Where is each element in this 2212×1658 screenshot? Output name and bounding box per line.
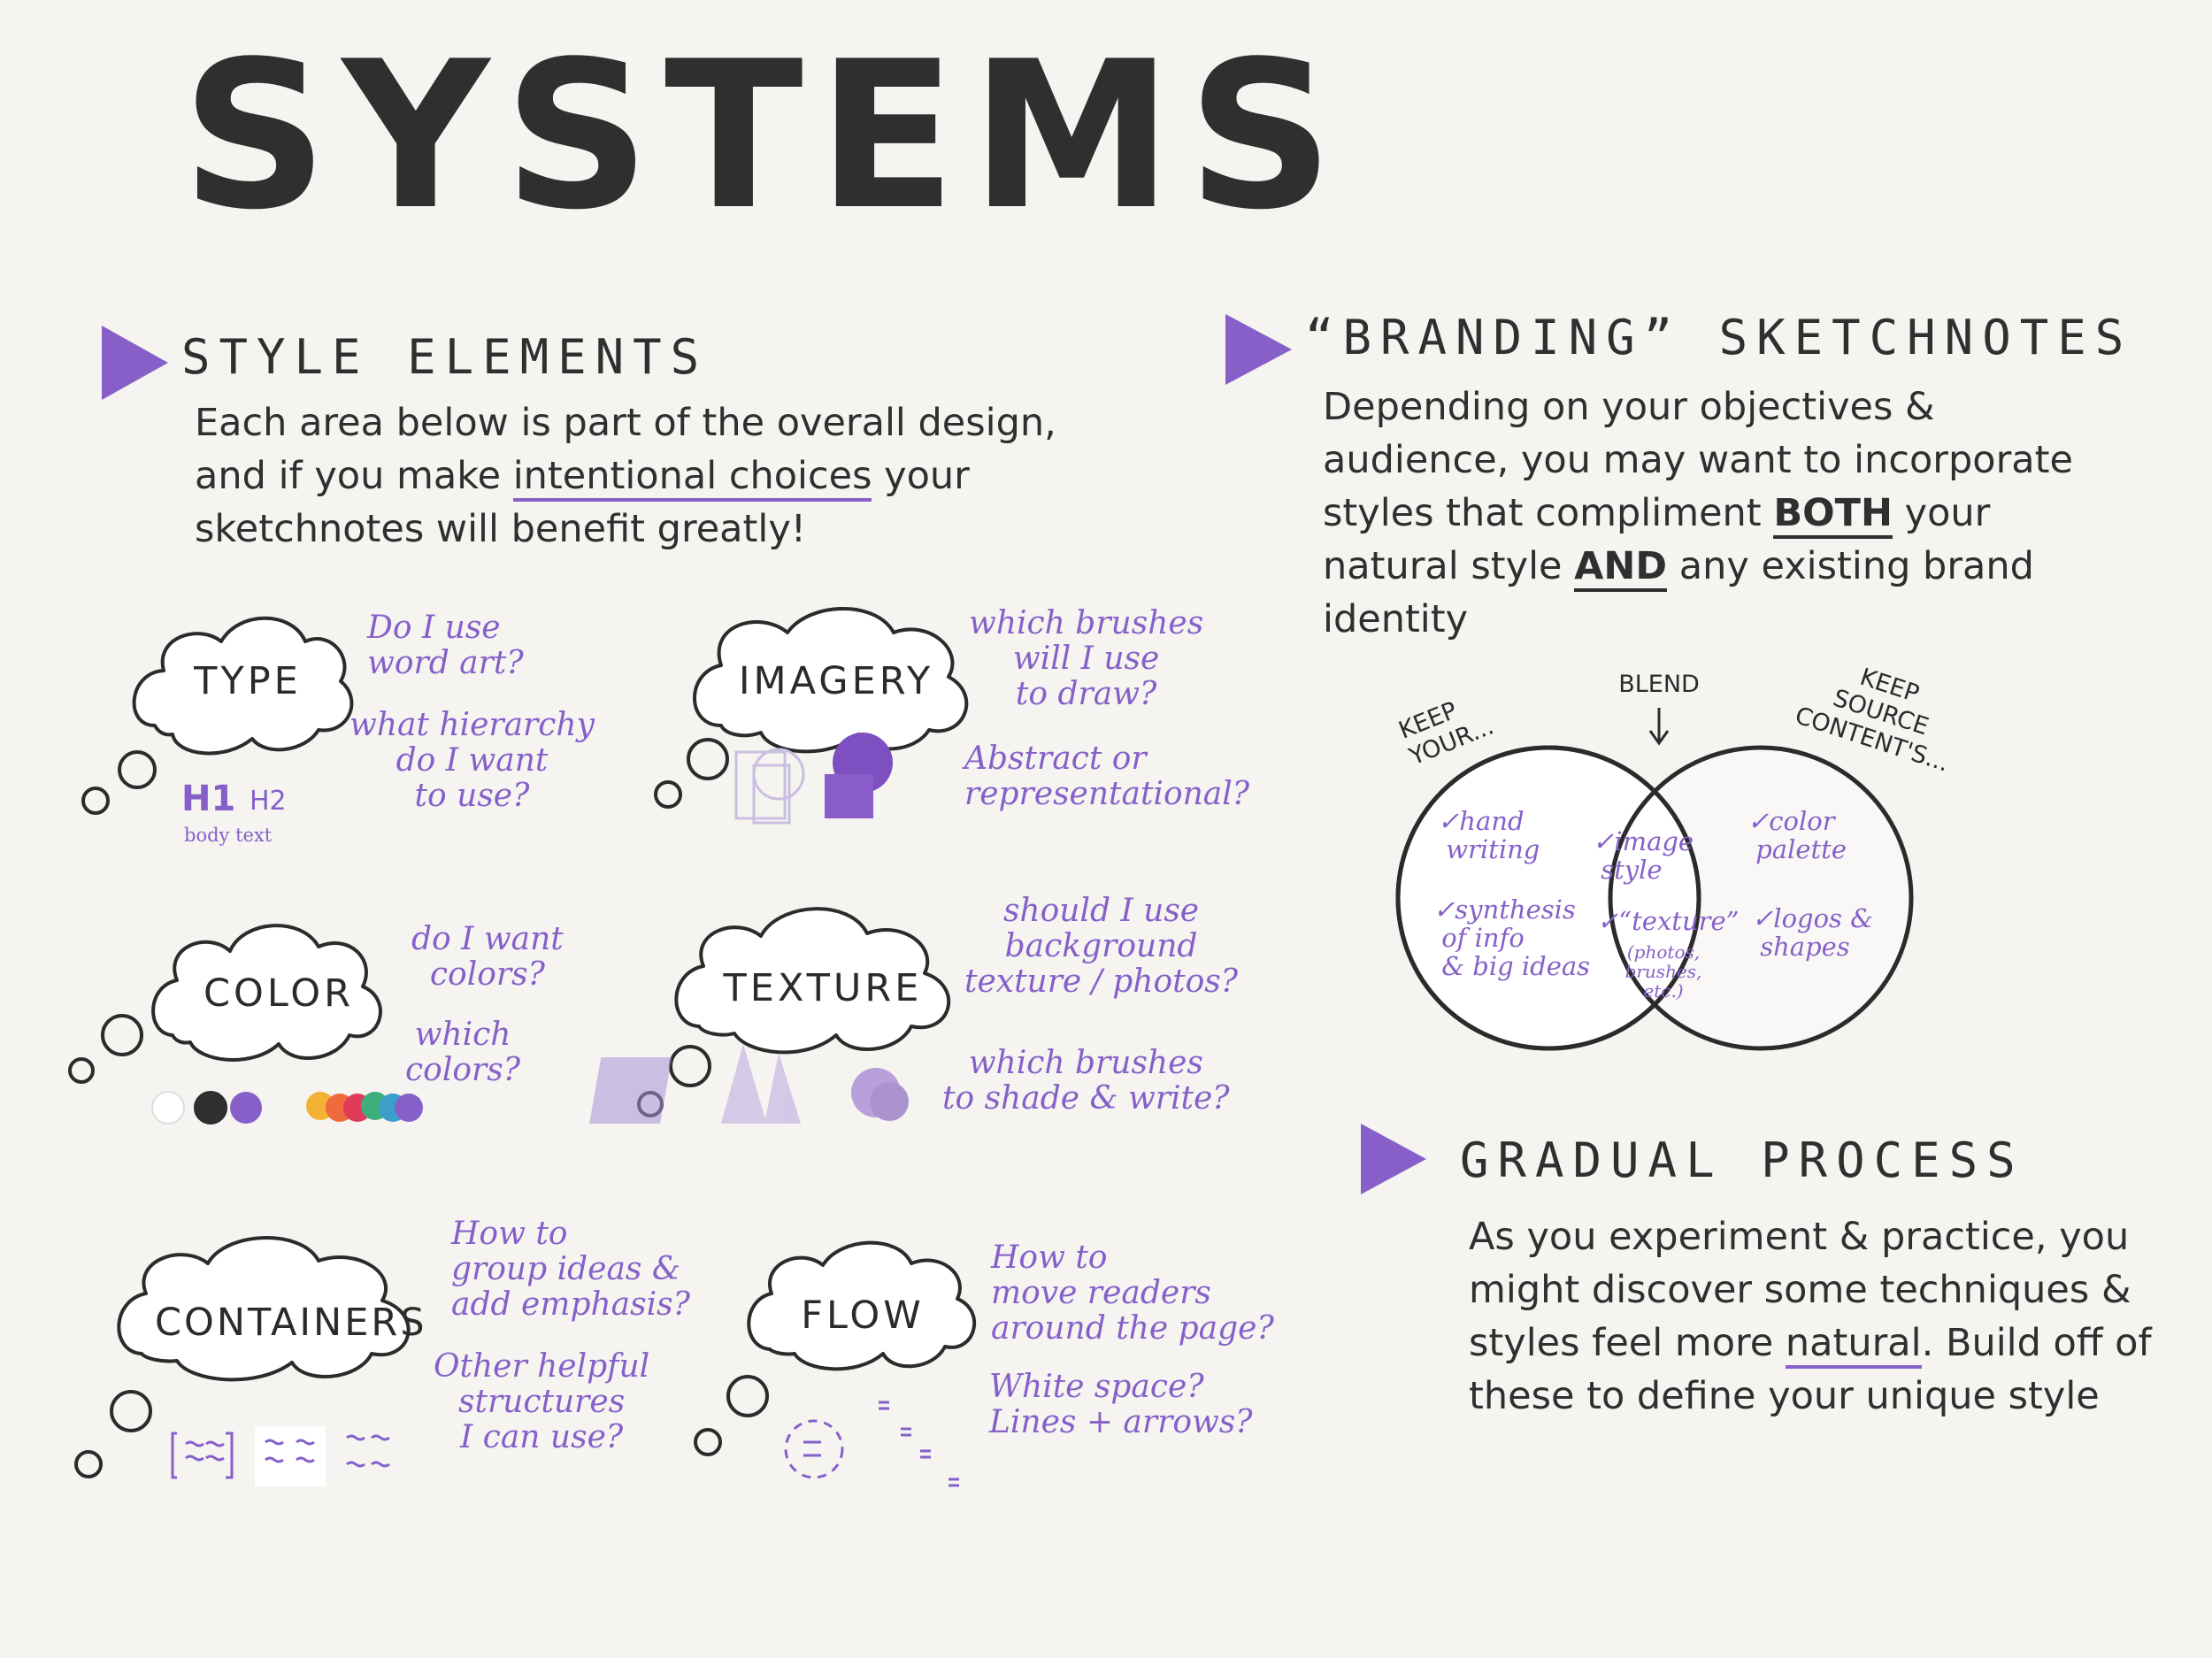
gradual-triangle-icon [1361, 1124, 1426, 1194]
gradual-text: As you experiment & practice, you might … [1469, 1210, 2177, 1423]
intro-text-underlined: intentional choices [512, 454, 872, 502]
gradual-text-pre: As you experiment & practice, you might … [1469, 1215, 2131, 1365]
style-elements-heading: STYLE ELEMENTS [181, 329, 709, 385]
containers-label: CONTAINERS [155, 1301, 427, 1345]
type-question-1: Do I use word art? [367, 610, 524, 681]
type-body-text: body text [184, 825, 273, 846]
color-question-2: which colors? [405, 1017, 521, 1088]
venn-right-item-1: ✓color palette [1747, 806, 1847, 864]
branding-triangle-icon [1225, 314, 1292, 385]
venn-left-item-2: ✓synthesis of info & big ideas [1433, 894, 1591, 981]
containers-doodle [171, 1426, 390, 1486]
gradual-heading: GRADUAL PROCESS [1460, 1132, 2024, 1188]
intro-text-pre: Each area below is part of the overall d… [195, 401, 1056, 498]
venn-center-item-2: ✓“texture” [1597, 906, 1740, 936]
venn-diagram [1395, 745, 1914, 1051]
texture-label: TEXTURE [723, 966, 923, 1010]
texture-cloud [674, 907, 951, 1055]
style-elements-intro: Each area below is part of the overall d… [195, 396, 1124, 556]
blend-arrow-icon [1648, 708, 1670, 746]
intro-text-post: your sketchnotes will benefit greatly! [195, 454, 970, 551]
branding-text-post: any existing brand identity [1323, 544, 2034, 641]
imagery-question-1: which brushes will I use to draw? [969, 605, 1204, 712]
flow-question-2: White space? Lines + arrows? [989, 1369, 1253, 1440]
texture-doodle [589, 1044, 909, 1124]
branding-and: AND [1574, 544, 1668, 592]
imagery-doodle [734, 748, 805, 825]
branding-both: BOTH [1773, 491, 1893, 539]
page-title: SYSTEMS [181, 19, 1348, 255]
gradual-text-post: . Build off of these to define your uniq… [1469, 1321, 2152, 1418]
flow-label: FLOW [801, 1293, 925, 1338]
type-h1: H1 [181, 779, 236, 819]
color-question-1: do I want colors? [411, 921, 564, 993]
venn-center-item-1: ✓image style [1593, 826, 1694, 885]
containers-question-1: How to group ideas & add emphasis? [451, 1216, 690, 1323]
imagery-cloud [693, 607, 969, 754]
branding-text-mid: your natural style [1323, 491, 1991, 588]
venn-right-item-2: ✓logos & shapes [1752, 903, 1873, 962]
type-question-2: what hierarchy do I want to use? [349, 707, 595, 814]
venn-left-item-1: ✓hand writing [1438, 806, 1540, 864]
containers-cloud [117, 1236, 411, 1382]
color-label: COLOR [203, 971, 355, 1016]
imagery-label: IMAGERY [738, 659, 934, 703]
containers-question-2: Other helpful structures I can use? [434, 1348, 650, 1455]
flow-cloud [747, 1240, 976, 1371]
imagery-question-2: Abstract or representational? [964, 741, 1250, 812]
venn-center-note: (photos, brushes, etc.) [1624, 941, 1702, 1002]
branding-heading: “BRANDING” SKETCHNOTES [1305, 310, 2133, 365]
gradual-natural: natural [1785, 1321, 1922, 1369]
flow-doodle [784, 1401, 959, 1487]
color-swatches [151, 1091, 423, 1125]
venn-blend-label: BLEND [1618, 671, 1700, 698]
style-elements-triangle-icon [102, 326, 168, 400]
branding-text-pre: Depending on your objectives & audience,… [1323, 385, 2073, 535]
texture-question-2: which brushes to shade & write? [942, 1045, 1230, 1117]
branding-text: Depending on your objectives & audience,… [1323, 380, 2119, 646]
type-h2: H2 [250, 786, 287, 817]
texture-question-1: should I use background texture / photos… [964, 893, 1239, 1000]
type-label: TYPE [194, 659, 302, 703]
color-cloud [151, 924, 382, 1062]
venn-right-circle [1608, 745, 1914, 1051]
type-cloud [132, 616, 354, 756]
flow-question-1: How to move readers around the page? [991, 1240, 1274, 1347]
